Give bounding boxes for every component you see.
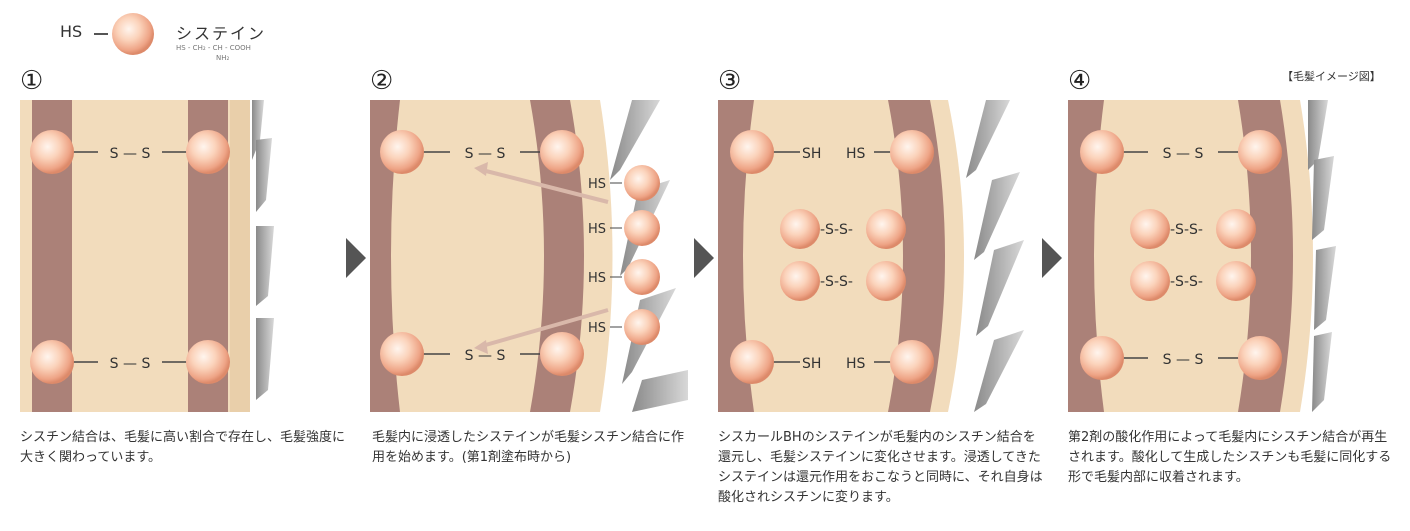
hair-band-right — [1238, 100, 1293, 412]
hair-band-left — [718, 100, 754, 412]
panel-3-diagram: SH HS SH HS -S-S- -S-S- — [718, 100, 1036, 412]
legend: HS システイン HS - CH₂ - CH - COOH NH₂ — [60, 8, 320, 68]
cysteine-ball — [730, 340, 774, 384]
thiol-label: SH — [802, 356, 821, 372]
hair-band-left — [370, 100, 400, 412]
step-description-4: 第2剤の酸化作用によって毛髪内にシスチン結合が再生されます。酸化して生成したシス… — [1068, 430, 1392, 485]
panel-1-diagram: S — S S — S — [20, 100, 338, 412]
bond-label: S — S — [110, 356, 151, 372]
step-arrow-icon — [694, 238, 714, 278]
bond-label: S — S — [110, 146, 151, 162]
cuticle-scales — [966, 100, 1024, 412]
bond-label: S — S — [465, 146, 506, 162]
cystine-ball — [780, 261, 820, 301]
step-arrow-icon — [346, 238, 366, 278]
step-description-3: シスカールBHのシステインが毛髪内のシスチン結合を還元し、毛髪システインに変化さ… — [718, 430, 1043, 505]
cysteine-ball — [30, 130, 74, 174]
panel-2: S — S S — S HS HS HS HS — [370, 100, 688, 412]
panel-4-diagram: S — S S — S -S-S- -S-S- — [1068, 100, 1386, 412]
panel-4: S — S S — S -S-S- -S-S- — [1068, 100, 1386, 412]
cystine-ball — [1216, 261, 1256, 301]
cysteine-ball — [380, 130, 424, 174]
mid-bond-label: -S-S- — [1170, 222, 1203, 238]
cysteine-ball — [730, 130, 774, 174]
cysteine-ball — [1238, 336, 1282, 380]
free-cysteine-ball — [624, 309, 660, 345]
free-cysteine-ball — [624, 259, 660, 295]
legend-formula-line2: NH₂ — [216, 54, 230, 62]
thiol-label: HS — [846, 146, 866, 162]
cysteine-ball — [30, 340, 74, 384]
cystine-ball — [866, 209, 906, 249]
cysteine-ball — [540, 130, 584, 174]
bond-label: S — S — [1163, 146, 1204, 162]
step-number-3: ③ — [718, 66, 742, 96]
thiol-label: HS — [846, 356, 866, 372]
hair-band-left — [1068, 100, 1104, 412]
bond-label: S — S — [465, 348, 506, 364]
free-cysteine-ball — [624, 210, 660, 246]
cysteine-ball — [186, 340, 230, 384]
free-cysteine-hs: HS — [588, 271, 606, 286]
cysteine-ball — [1080, 336, 1124, 380]
cysteine-ball — [1238, 130, 1282, 174]
panel-3: SH HS SH HS -S-S- -S-S- — [718, 100, 1036, 412]
step-number-1: ① — [20, 66, 44, 96]
mid-bond-label: -S-S- — [820, 274, 853, 290]
bond-label: S — S — [1163, 352, 1204, 368]
step-description-2: 毛髪内に浸透したシステインが毛髪シスチン結合に作用を始めます。(第1剤塗布時から… — [372, 430, 685, 465]
step-number-4: ④ — [1068, 66, 1092, 96]
thiol-label: SH — [802, 146, 821, 162]
legend-hs-label: HS — [60, 22, 83, 41]
step-description-1: シスチン結合は、毛髪に高い割合で存在し、毛髪強度に大きく関わっています。 — [20, 430, 346, 465]
cuticle-scales — [1308, 100, 1336, 412]
cystine-ball — [780, 209, 820, 249]
cuticle-scales — [252, 100, 274, 400]
penetration-arrows — [474, 162, 609, 354]
free-cysteine-ball — [624, 165, 660, 201]
cysteine-ball — [1080, 130, 1124, 174]
mid-bond-label: -S-S- — [820, 222, 853, 238]
legend-bond-line — [94, 33, 108, 35]
cysteine-ball-icon — [110, 11, 156, 57]
legend-formula-line1: HS - CH₂ - CH - COOH — [176, 44, 251, 52]
cysteine-ball — [890, 340, 934, 384]
step-number-2: ② — [370, 66, 394, 96]
free-cysteine-hs: HS — [588, 321, 606, 336]
panel-2-diagram: S — S S — S HS HS HS HS — [370, 100, 688, 412]
mid-bond-label: -S-S- — [1170, 274, 1203, 290]
cysteine-ball — [890, 130, 934, 174]
cysteine-ball — [380, 332, 424, 376]
cysteine-ball — [186, 130, 230, 174]
step-arrow-icon — [1042, 238, 1062, 278]
free-cysteine-hs: HS — [588, 177, 606, 192]
cystine-ball — [866, 261, 906, 301]
cystine-ball — [1216, 209, 1256, 249]
free-cysteine-hs: HS — [588, 222, 606, 237]
legend-cysteine-name: システイン — [176, 24, 267, 43]
cysteine-ball — [540, 332, 584, 376]
cystine-ball — [1130, 209, 1170, 249]
image-caption: 【毛髪イメージ図】 — [1282, 70, 1381, 83]
hair-band-right — [888, 100, 945, 412]
panel-1: S — S S — S — [20, 100, 338, 412]
cystine-ball — [1130, 261, 1170, 301]
